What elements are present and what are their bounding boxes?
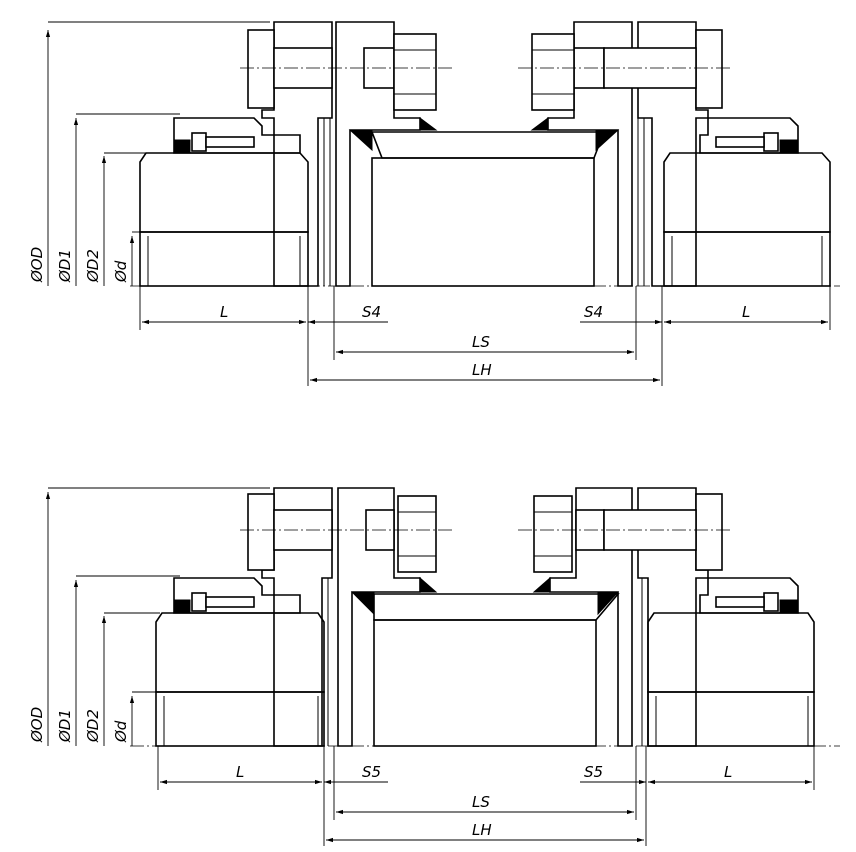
dim-l-right: L	[742, 303, 750, 321]
diameter-label-d1: ØD1	[56, 249, 74, 283]
dim-l-right: L	[724, 763, 732, 781]
top-view: ØOD ØD1 ØD2 Ød L S4 S4 L LS LH	[28, 21, 840, 386]
dim-ls: LS	[472, 333, 490, 351]
bottom-view: ØOD ØD1 ØD2 Ød L S5 S5 L LS LH	[28, 487, 840, 846]
dim-s-left: S4	[362, 303, 381, 321]
diameter-label-d1: ØD1	[56, 709, 74, 743]
right-hub	[663, 117, 831, 287]
dim-lh: LH	[472, 821, 492, 839]
diameter-label-od: ØOD	[28, 707, 46, 743]
left-flange-bolt	[247, 21, 333, 287]
dim-s-left: S5	[362, 763, 381, 781]
spacer-tube	[370, 131, 606, 287]
center-flange-right	[530, 21, 633, 287]
right-flange-bolt	[603, 21, 723, 287]
diameter-label-d2: ØD2	[84, 709, 102, 743]
left-hub	[155, 577, 325, 747]
right-hub	[647, 577, 815, 747]
diameter-label-d2: ØD2	[84, 249, 102, 283]
diameter-label-d: Ød	[112, 260, 130, 283]
dim-l-left: L	[236, 763, 244, 781]
spacer-tube	[373, 593, 620, 747]
right-flange-bolt	[603, 487, 723, 747]
dim-s-right: S4	[584, 303, 603, 321]
center-flange-left	[335, 21, 438, 287]
center-flange-right	[532, 487, 633, 747]
dim-ls: LS	[472, 793, 490, 811]
left-flange-bolt	[247, 487, 333, 747]
diameter-label-d: Ød	[112, 720, 130, 743]
diameter-label-od: ØOD	[28, 247, 46, 283]
dim-lh: LH	[472, 361, 492, 379]
dim-l-left: L	[220, 303, 228, 321]
center-flange-left	[337, 487, 438, 747]
dim-s-right: S5	[584, 763, 603, 781]
left-hub	[139, 117, 309, 287]
